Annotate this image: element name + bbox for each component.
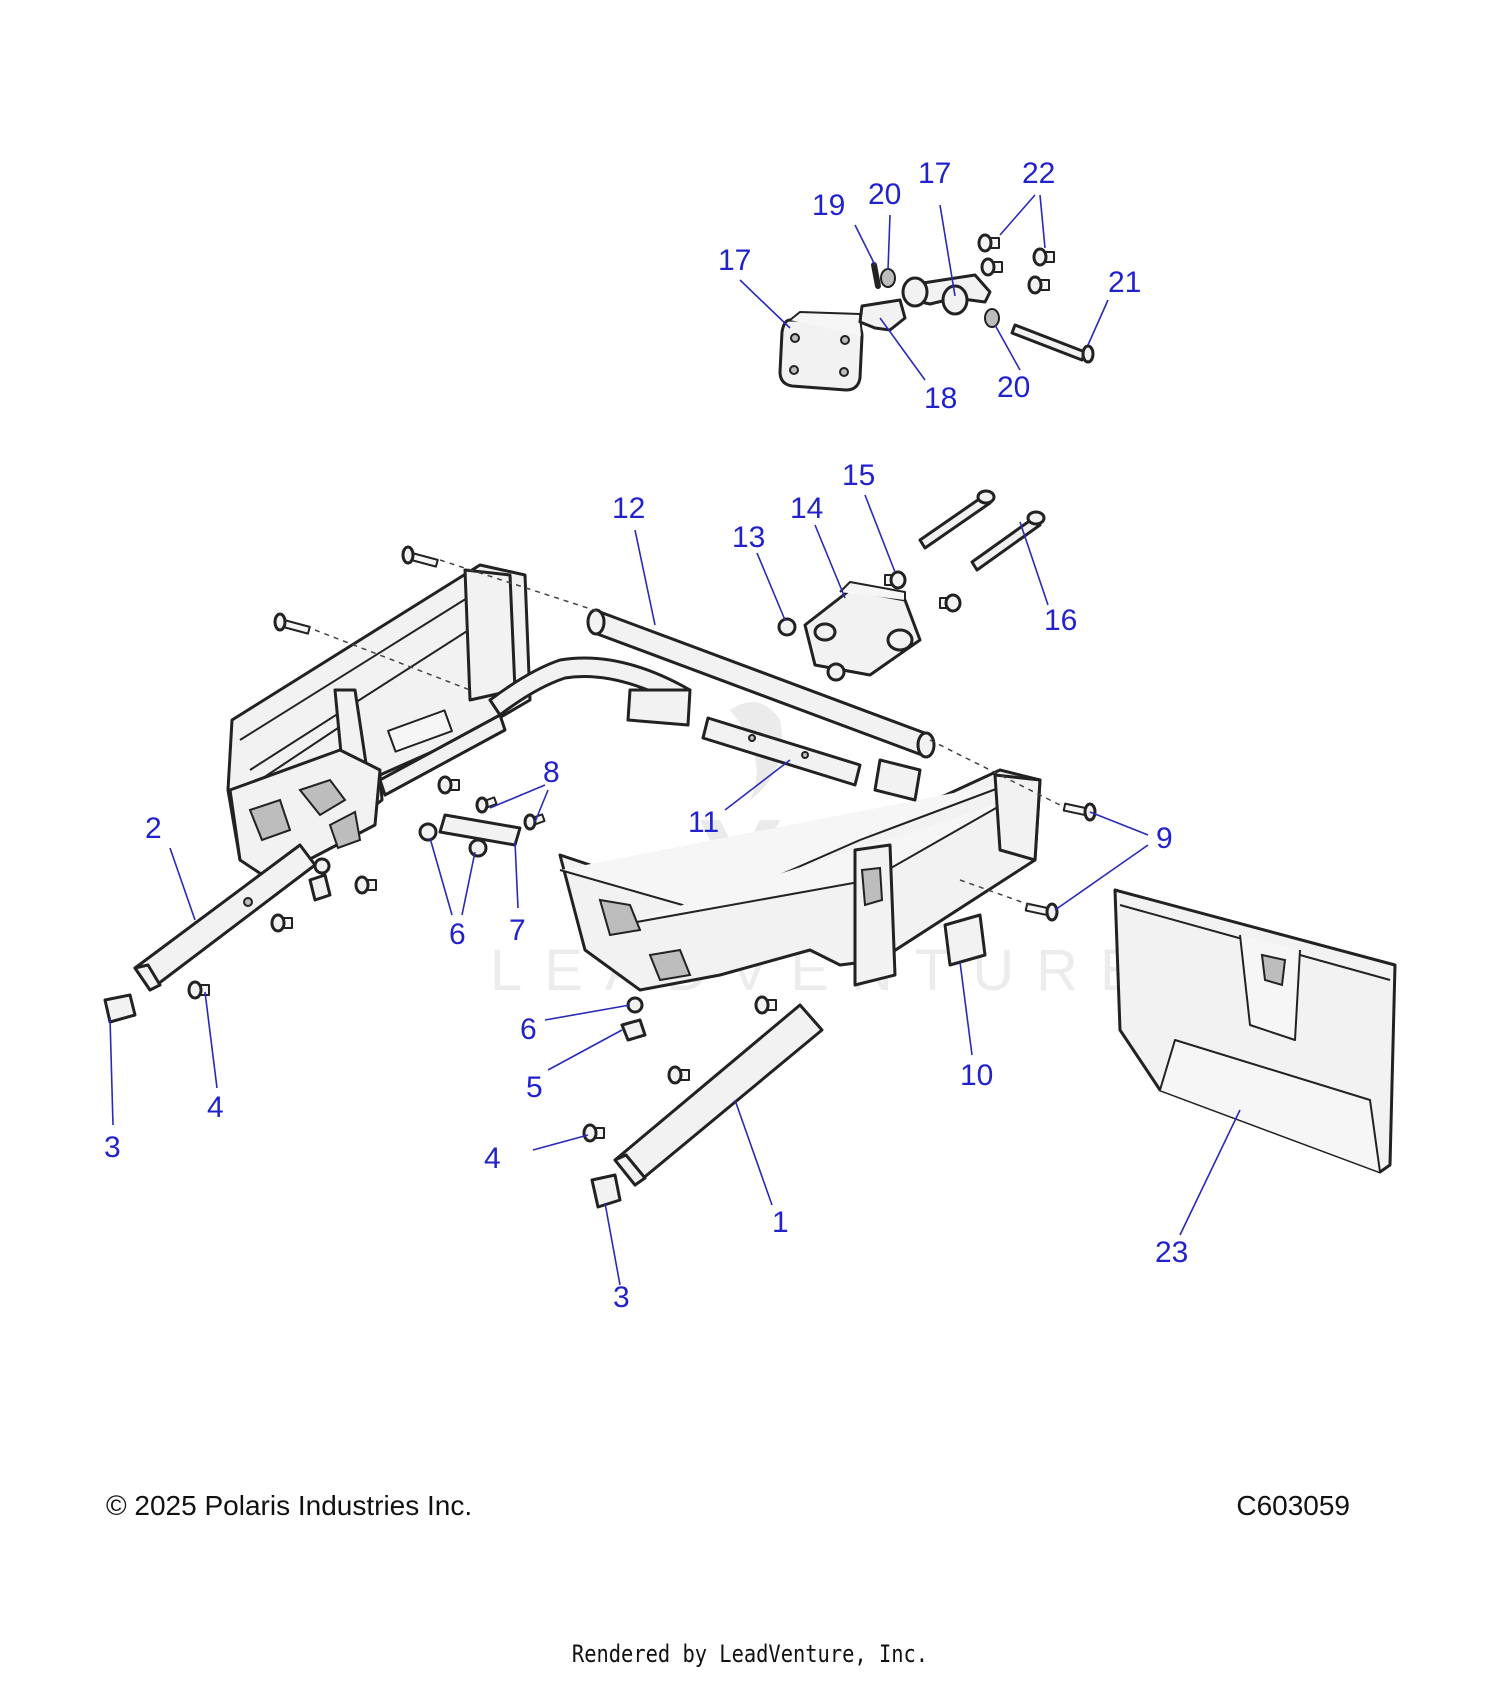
pin-19 [871,262,881,289]
callout-3-left: 3 [104,1131,121,1164]
washer-20-b [984,308,1000,328]
callout-18: 18 [924,382,957,415]
callout-23: 23 [1155,1236,1188,1269]
skid-panel-23 [1113,888,1397,1174]
callout-16: 16 [1044,604,1077,637]
rack-frame-left [226,563,532,882]
callout-6-left: 6 [449,918,466,951]
end-cap-3-right [590,1173,622,1209]
callout-15: 15 [842,459,875,492]
callout-2: 2 [145,812,162,845]
crossbar-12 [586,608,936,759]
alignment-line-a [439,559,601,613]
hitch-plate-17 [778,311,864,392]
callout-21: 21 [1108,266,1141,299]
bracket-18 [858,298,907,332]
rack-connecting-tube [378,656,692,797]
callout-3-right: 3 [613,1281,630,1314]
callout-17-top: 17 [918,157,951,190]
callout-7: 7 [509,914,526,947]
long-bolts-16 [918,489,1046,572]
rendered-by-text: Rendered by LeadVenture, Inc. [571,1640,929,1668]
callout-8: 8 [543,756,560,789]
callout-5: 5 [526,1071,543,1104]
callout-4-left: 4 [207,1091,224,1124]
figure-id: C603059 [1236,1490,1350,1521]
spacer-11 [701,716,862,787]
alignment-line-d [959,879,1031,906]
callout-11: 11 [688,806,719,839]
clip-5 [308,873,647,1042]
spacer-left [626,688,692,727]
callout-17-left: 17 [718,244,751,277]
callout-20-top: 20 [868,178,901,211]
callout-20-bottom: 20 [997,371,1030,404]
spacer-10 [943,913,987,967]
bolts-8 [475,796,546,831]
callout-6-right: 6 [520,1013,537,1046]
bolt-15 [884,570,962,613]
bolts-4 [187,775,777,1143]
callout-22: 22 [1022,157,1055,190]
bolt-21 [1010,323,1095,364]
bolts-9 [273,545,1097,922]
callout-13: 13 [732,521,765,554]
end-cap-3-left [103,993,137,1024]
callout-14: 14 [790,492,823,525]
callout-10: 10 [960,1059,993,1092]
callout-1: 1 [772,1206,789,1239]
link-arm-17 [901,273,992,316]
washer-20-a [880,268,896,288]
rail-1 [613,1003,824,1187]
rack-frame-right [558,758,1042,992]
callout-4-right: 4 [484,1142,501,1175]
callout-12: 12 [612,492,645,525]
alignment-line-c [314,629,471,691]
bolts-22 [977,233,1055,295]
hitch-bracket-14 [803,581,922,677]
callout-19: 19 [812,189,845,222]
callout-9: 9 [1156,822,1173,855]
copyright-text: © 2025 Polaris Industries Inc. [106,1490,473,1521]
nuts-13 [777,617,846,682]
alignment-line-b [929,739,1061,806]
nuts-6 [313,822,644,1014]
